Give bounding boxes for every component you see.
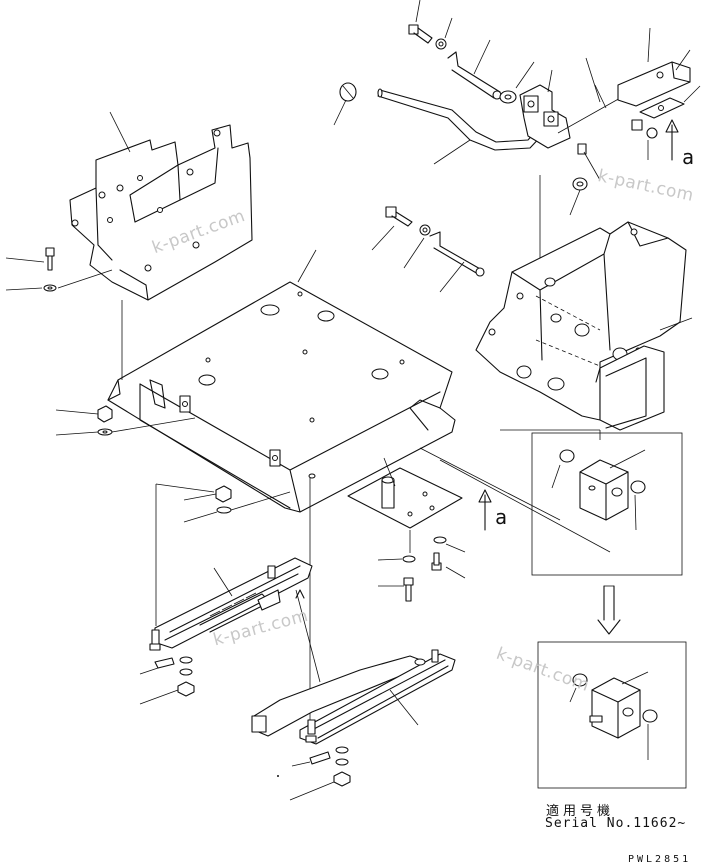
base-extension-plate <box>347 467 463 529</box>
hardware-right-rail <box>309 746 351 787</box>
upper-left-bracket <box>69 124 253 301</box>
bolts-right-base <box>402 536 447 602</box>
slide-rail-left <box>149 557 313 651</box>
lever-rod <box>377 88 546 151</box>
nut-washer-left <box>97 405 113 436</box>
view-arrow-top <box>665 119 679 161</box>
nut-washer-mid <box>215 485 232 514</box>
view-marker-top: a <box>682 145 695 169</box>
top-bolt <box>408 24 447 50</box>
serial-number-label: Serial No.11662~ <box>545 816 687 831</box>
knob <box>339 82 357 102</box>
serial-applicability-label: 適用号機 <box>546 804 615 819</box>
slide-rail-right <box>251 649 456 745</box>
bolt-mid <box>385 206 431 236</box>
right-seat-frame <box>475 221 687 431</box>
view-marker-bottom: a <box>495 505 508 529</box>
detail-box-upper <box>531 432 683 576</box>
bolt-left <box>43 247 57 292</box>
bushing-right <box>572 177 588 191</box>
small-pin <box>577 143 587 155</box>
detail-box-lower <box>537 641 687 789</box>
seat-base-plate <box>107 281 456 513</box>
view-arrow-bottom <box>478 489 492 531</box>
hinge-top-right <box>617 61 691 139</box>
pin-mid <box>429 231 485 277</box>
lever-bracket <box>519 84 571 149</box>
drawing-code: PWL2851 <box>628 854 692 865</box>
top-pin <box>447 51 502 100</box>
transition-arrow <box>597 585 621 635</box>
top-bushing <box>499 90 517 104</box>
hardware-left-rail <box>154 656 195 697</box>
